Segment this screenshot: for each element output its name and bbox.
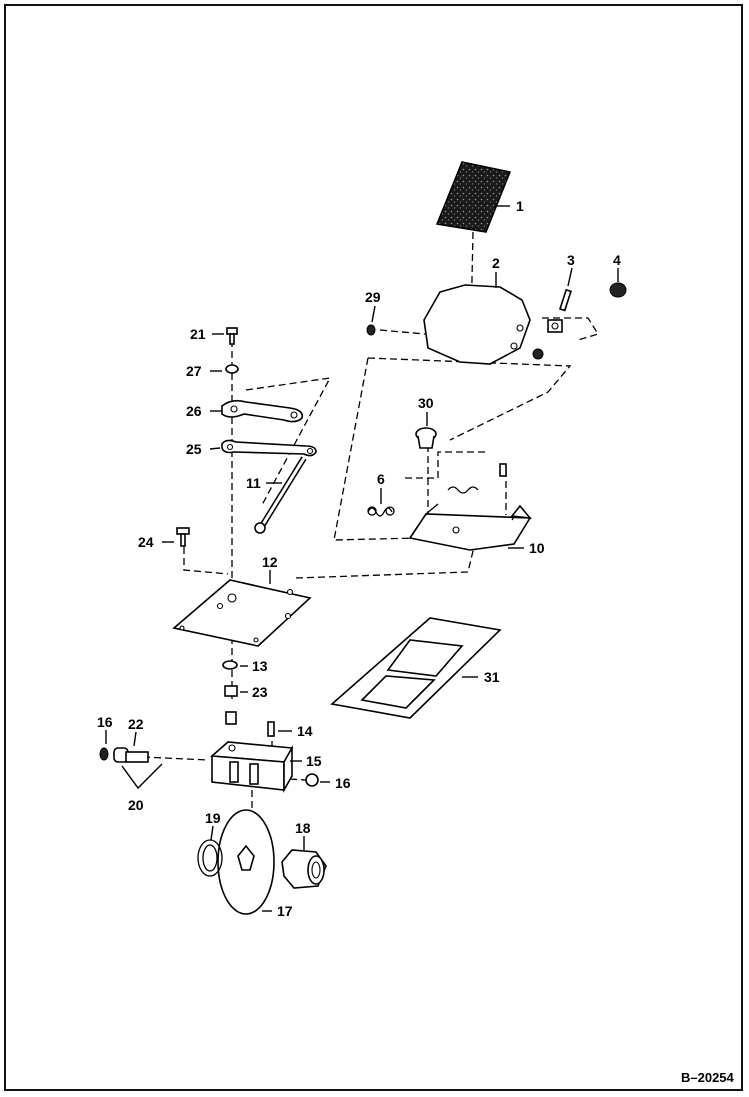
callout-31: 31 bbox=[484, 669, 500, 685]
part-26-upper-lever bbox=[221, 399, 304, 423]
part-20-grouping bbox=[121, 763, 163, 790]
callout-15: 15 bbox=[306, 753, 322, 769]
callout-17: 17 bbox=[277, 903, 293, 919]
part-1-pedal-tread bbox=[435, 161, 512, 233]
part-30-knob bbox=[415, 427, 437, 449]
part-6-spring bbox=[367, 506, 395, 517]
part-25-lower-link bbox=[221, 439, 317, 457]
callout-20: 20 bbox=[128, 797, 144, 813]
part-22-pin bbox=[113, 747, 149, 763]
part-bracket-spring bbox=[447, 463, 507, 494]
callout-26: 26 bbox=[186, 403, 202, 419]
part-29-nut bbox=[366, 324, 376, 336]
callout-6: 6 bbox=[377, 471, 385, 487]
part-11-rod bbox=[254, 456, 307, 534]
callout-24: 24 bbox=[138, 534, 154, 550]
callout-30: 30 bbox=[418, 395, 434, 411]
callout-16-left: 16 bbox=[97, 714, 113, 730]
callout-23: 23 bbox=[252, 684, 268, 700]
part-21-bolt bbox=[226, 327, 238, 345]
callout-16-right: 16 bbox=[335, 775, 351, 791]
callout-13: 13 bbox=[252, 658, 268, 674]
part-31-gasket bbox=[330, 617, 502, 719]
part-3-bolt bbox=[558, 288, 572, 312]
leader-lines bbox=[105, 205, 619, 912]
part-15-block bbox=[210, 741, 294, 794]
callout-27: 27 bbox=[186, 363, 202, 379]
part-16-nut-left bbox=[99, 747, 109, 761]
part-18-hex-nut bbox=[281, 849, 327, 889]
part-19-snap-ring bbox=[197, 839, 223, 877]
part-2-pedal-plate bbox=[423, 284, 531, 365]
callout-19: 19 bbox=[205, 810, 221, 826]
callout-25: 25 bbox=[186, 441, 202, 457]
callout-22: 22 bbox=[128, 716, 144, 732]
callout-1: 1 bbox=[516, 198, 524, 214]
callout-labels: 1 2 3 4 29 21 27 26 25 11 30 6 10 24 12 … bbox=[97, 198, 621, 919]
part-4-cap-nut bbox=[609, 282, 627, 298]
part-17-disc bbox=[217, 809, 275, 915]
callout-18: 18 bbox=[295, 820, 311, 836]
callout-14: 14 bbox=[297, 723, 313, 739]
callout-3: 3 bbox=[567, 252, 575, 268]
part-spacer bbox=[547, 319, 563, 333]
figure-id: B–20254 bbox=[681, 1070, 735, 1085]
callout-2: 2 bbox=[492, 255, 500, 271]
part-14-set-screw bbox=[267, 721, 275, 737]
callout-21: 21 bbox=[190, 326, 206, 342]
diagram-frame bbox=[4, 4, 743, 1091]
part-24-bolt bbox=[176, 527, 190, 547]
part-27-washer bbox=[225, 364, 239, 374]
callout-12: 12 bbox=[262, 554, 278, 570]
part-23-bushing bbox=[224, 685, 238, 697]
callout-29: 29 bbox=[365, 289, 381, 305]
part-28-nut bbox=[532, 348, 544, 360]
callout-10: 10 bbox=[529, 540, 545, 556]
part-bushing-lower bbox=[225, 711, 237, 725]
part-16-nut-right bbox=[305, 773, 319, 787]
callout-11: 11 bbox=[246, 475, 261, 491]
callout-4: 4 bbox=[613, 252, 621, 268]
part-10-bracket bbox=[408, 503, 532, 551]
part-12-base-plate bbox=[172, 579, 312, 647]
part-13-washer bbox=[222, 660, 238, 670]
